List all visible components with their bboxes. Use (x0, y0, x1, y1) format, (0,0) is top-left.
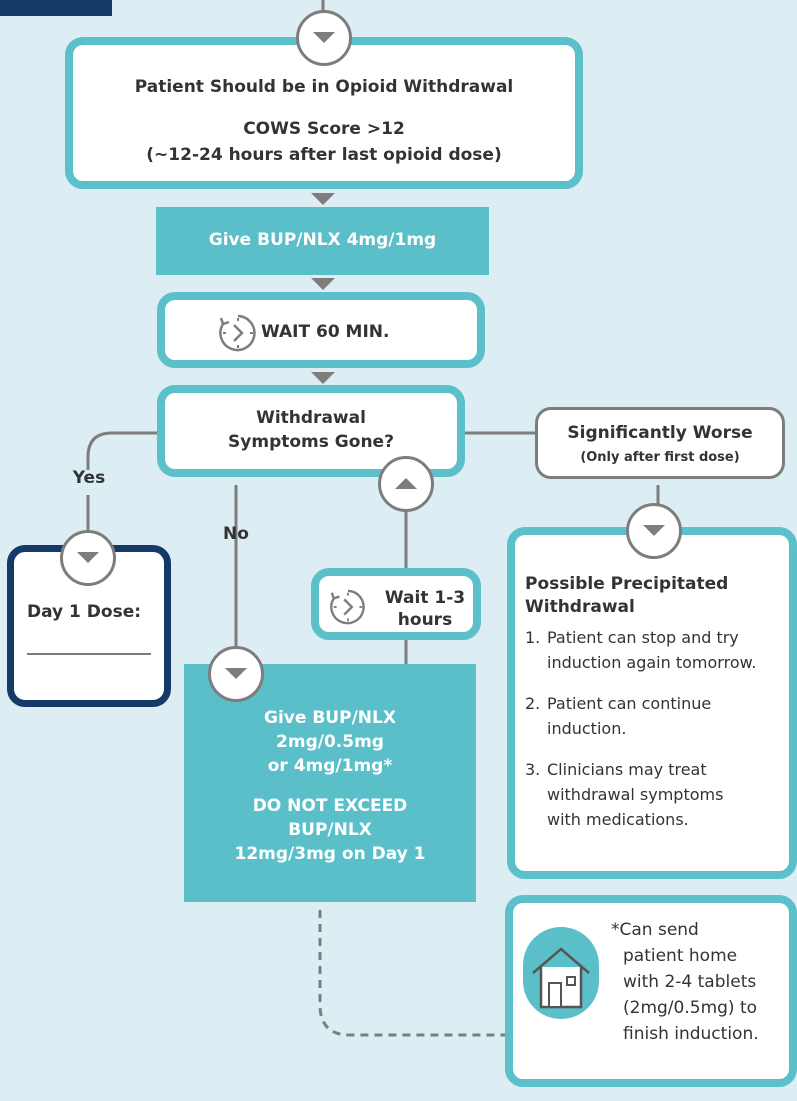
give-second-line3: or 4mg/1mg* (267, 756, 393, 776)
significantly-worse-box: Significantly Worse (Only after first do… (535, 407, 785, 479)
chevron-down-icon (60, 530, 116, 586)
wait-1-3-line2: hours (397, 610, 453, 630)
precipitated-title-line1: Possible Precipitated (525, 574, 729, 594)
arrow-down-icon (311, 372, 335, 384)
chevron-down-icon (296, 10, 352, 66)
step-line: withdrawal symptoms (547, 785, 724, 804)
precipitated-title-line2: Withdrawal (525, 597, 635, 617)
cows-score: COWS Score >12 (243, 119, 405, 139)
arrow-down-icon (311, 278, 335, 290)
home-note-line: finish induction. (623, 1024, 759, 1044)
chevron-down-icon (626, 503, 682, 559)
decision-line2: Symptoms Gone? (228, 432, 394, 452)
worse-title: Significantly Worse (567, 423, 753, 443)
give-second-line2: 2mg/0.5mg (276, 732, 384, 752)
home-note-line: (2mg/0.5mg) to (623, 998, 758, 1018)
step-number: 2. (525, 694, 541, 713)
step-line: induction. (547, 719, 627, 738)
home-note-line: patient home (623, 946, 738, 966)
wait-60-label: WAIT 60 MIN. (261, 322, 390, 342)
step-item: 3. Clinicians may treat withdrawal sympt… (525, 757, 797, 832)
do-not-exceed-line1: DO NOT EXCEED (252, 796, 408, 816)
chevron-down-icon (208, 646, 264, 702)
day1-dose-blank-line (27, 653, 151, 655)
day1-dose-label: Day 1 Dose: (27, 602, 142, 622)
hours-after-dose: (~12-24 hours after last opioid dose) (146, 145, 502, 165)
wait-1-3-line1: Wait 1-3 (384, 588, 466, 608)
precipitated-withdrawal-box: Possible Precipitated Withdrawal 1. Pati… (507, 527, 797, 879)
give-first-dose-box: Give BUP/NLX 4mg/1mg (156, 207, 489, 275)
step-line: Clinicians may treat (547, 760, 707, 779)
do-not-exceed-line3: 12mg/3mg on Day 1 (234, 844, 426, 864)
wait-60-box: WAIT 60 MIN. (157, 292, 485, 368)
do-not-exceed-line2: BUP/NLX (288, 820, 372, 840)
yes-label: Yes (72, 468, 106, 488)
step-number: 1. (525, 628, 541, 647)
dashed-connector (318, 910, 530, 1037)
chevron-up-icon (378, 456, 434, 512)
step-line: Patient can continue (547, 694, 712, 713)
worse-subtitle: (Only after first dose) (580, 450, 740, 465)
no-label: No (223, 524, 249, 544)
precipitated-steps: 1. Patient can stop and try induction ag… (525, 625, 797, 848)
give-second-dose-box: Give BUP/NLX 2mg/0.5mg or 4mg/1mg* DO NO… (184, 664, 476, 902)
step-line: with medications. (547, 810, 689, 829)
step-line: induction again tomorrow. (547, 653, 757, 672)
give-first-dose-label: Give BUP/NLX 4mg/1mg (208, 230, 437, 250)
withdrawal-title: Patient Should be in Opioid Withdrawal (134, 77, 514, 97)
arrow-down-icon (311, 193, 335, 205)
give-second-line1: Give BUP/NLX (264, 708, 396, 728)
step-number: 3. (525, 760, 541, 779)
home-note-box: *Can send patient home with 2-4 tablets … (505, 895, 797, 1087)
home-note-line: *Can send (611, 920, 699, 940)
step-item: 2. Patient can continue induction. (525, 691, 797, 741)
home-note-line: with 2-4 tablets (623, 972, 757, 992)
wait-1-3-box: Wait 1-3 hours (311, 568, 481, 640)
house-icon (523, 927, 599, 1019)
clock-icon (219, 314, 256, 352)
decision-line1: Withdrawal (256, 408, 366, 428)
corner-tab (0, 0, 112, 16)
step-item: 1. Patient can stop and try induction ag… (525, 625, 797, 675)
step-line: Patient can stop and try (547, 628, 739, 647)
clock-icon (330, 589, 365, 625)
